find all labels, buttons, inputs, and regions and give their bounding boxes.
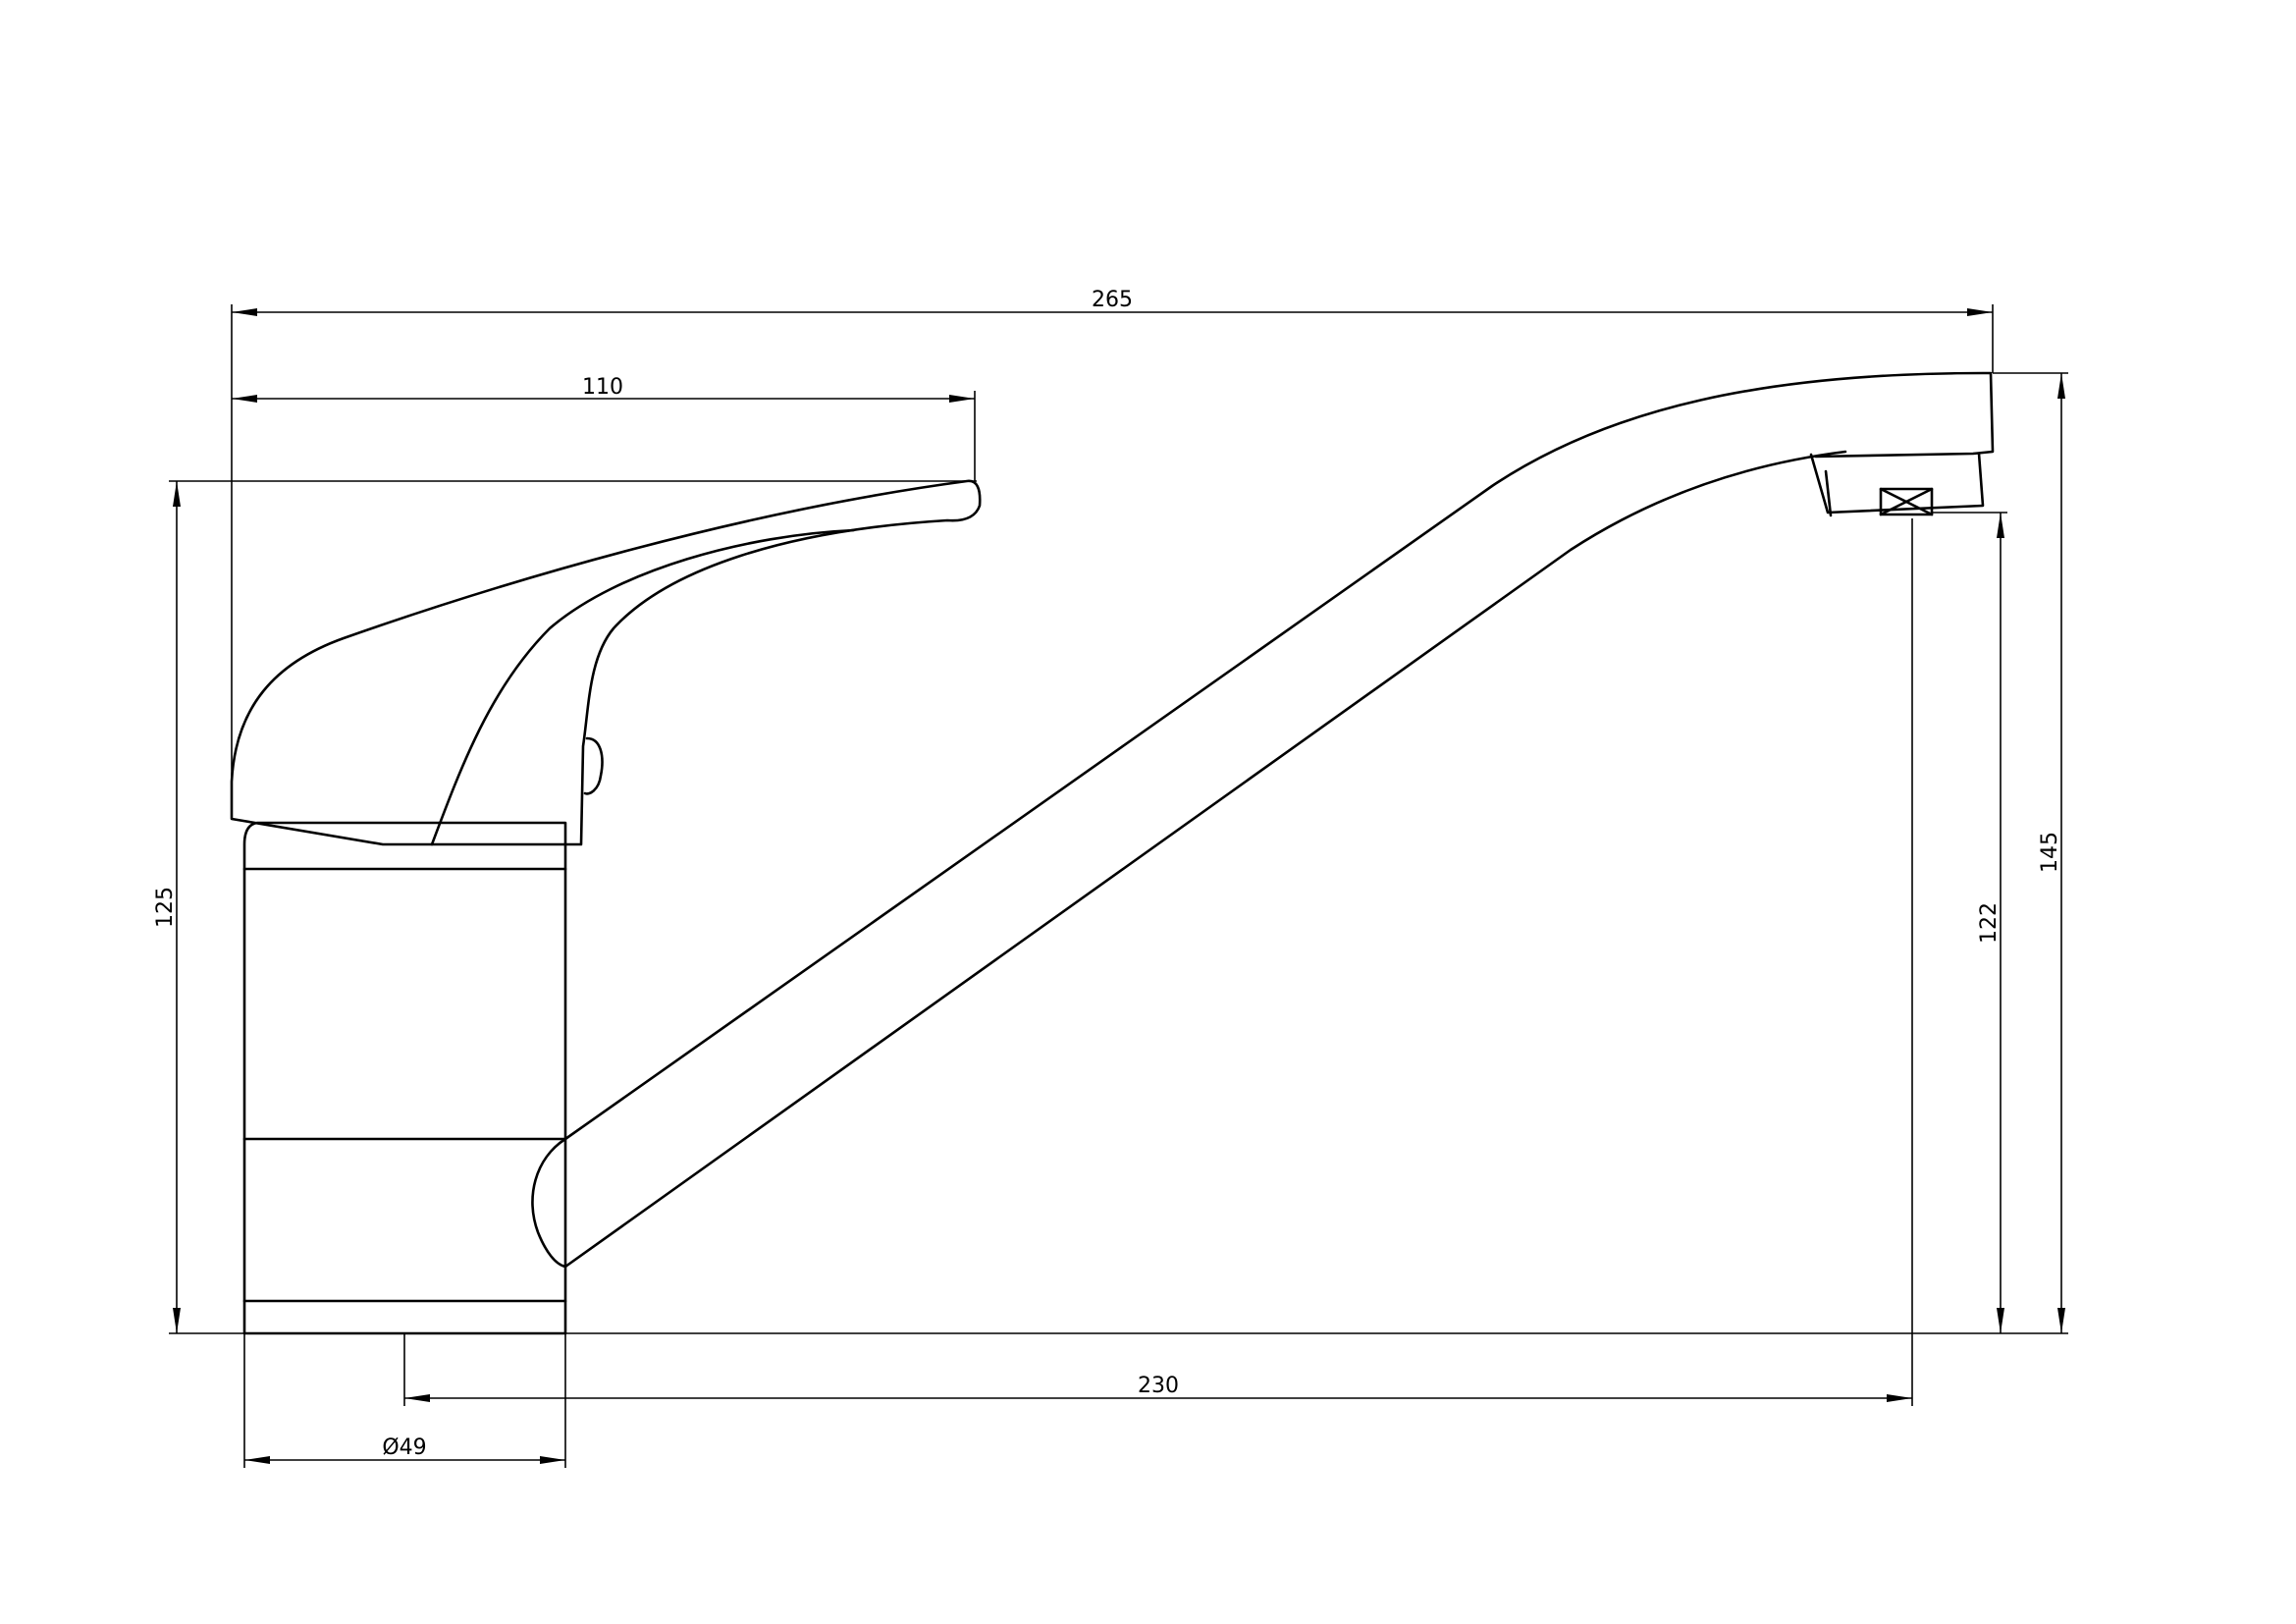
dim-text-lever-length: 110 bbox=[582, 375, 623, 400]
faucet-body bbox=[242, 821, 567, 1335]
aerator-symbol bbox=[1879, 487, 1934, 516]
dimension-body-height: 125 bbox=[153, 480, 977, 1333]
dimension-spout-clearance: 122 bbox=[1932, 512, 2007, 1333]
dimension-lever-length: 110 bbox=[232, 375, 976, 481]
dim-text-overall-length: 265 bbox=[1092, 288, 1133, 312]
dim-text-total-height: 145 bbox=[2038, 832, 2062, 873]
dim-text-spout-clearance: 122 bbox=[1977, 902, 2002, 944]
dimension-spout-reach: 230 bbox=[403, 518, 1913, 1406]
spout bbox=[531, 371, 1995, 1269]
dim-text-base-diameter: Ø49 bbox=[382, 1435, 426, 1460]
dim-text-body-height: 125 bbox=[153, 887, 178, 928]
dimension-overall-length: 265 bbox=[231, 288, 1994, 819]
lever-handle bbox=[230, 479, 982, 846]
dim-text-spout-reach: 230 bbox=[1138, 1374, 1179, 1398]
dimension-base-diameter: Ø49 bbox=[243, 1333, 566, 1468]
dimension-total-height: 145 bbox=[1993, 372, 2068, 1333]
